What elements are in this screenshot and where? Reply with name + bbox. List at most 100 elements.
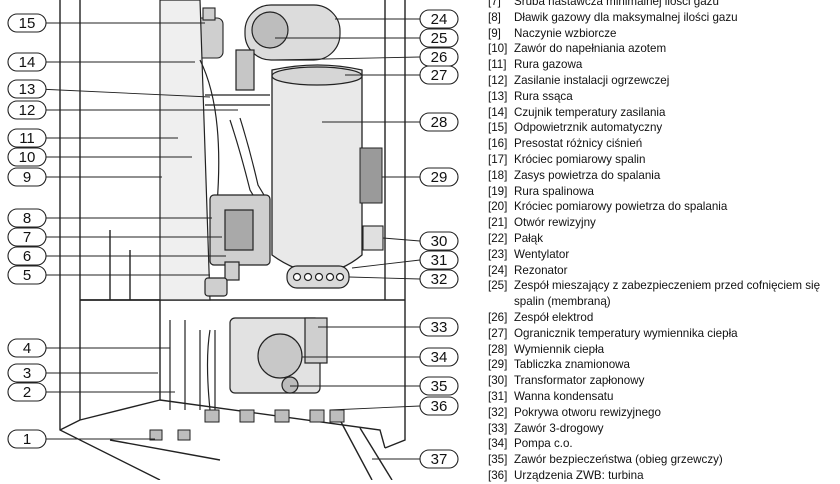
boiler-casing xyxy=(59,0,406,480)
legend-item-20: [20]Króciec pomiarowy powietrza do spala… xyxy=(488,199,838,215)
legend-item-27: [27] Ogranicznik temperatury wymiennika c… xyxy=(488,326,838,342)
callout-32: 32 xyxy=(431,271,448,288)
legend-item-21: [21]Otwór rewizyjny xyxy=(488,215,838,231)
callout-13: 13 xyxy=(19,81,36,98)
legend-item-13: [13]Rura ssąca xyxy=(488,89,838,105)
callout-35: 35 xyxy=(431,378,448,395)
callout-29: 29 xyxy=(431,169,448,186)
legend-num: [35] xyxy=(488,453,508,467)
connection-fittings xyxy=(149,409,345,441)
legend-item-19: [19] Rura spalinowa xyxy=(488,184,838,200)
legend-item-36: [36] Urządzenia ZWB: turbina xyxy=(488,468,838,484)
nameplate xyxy=(359,147,383,204)
callout-25: 25 xyxy=(431,30,448,47)
legend-num: [17] xyxy=(488,152,508,166)
legend-num: [32] xyxy=(488,405,508,419)
callout-4: 4 xyxy=(23,340,31,357)
legend-text: Wanna kondensatu xyxy=(514,389,614,403)
legend-item-32: [32] Pokrywa otworu rewizyjnego xyxy=(488,405,838,421)
callout-6: 6 xyxy=(23,248,31,265)
pipes-upper xyxy=(205,94,271,211)
legend-text: Czujnik temperatury zasilania xyxy=(514,105,666,119)
callout-14: 14 xyxy=(19,54,36,71)
callout-31: 31 xyxy=(431,252,448,269)
legend-num: [12] xyxy=(488,73,508,87)
legend-item-31: [31]Wanna kondensatu xyxy=(488,389,838,405)
callout-15: 15 xyxy=(19,15,36,32)
legend-num: [19] xyxy=(488,184,508,198)
legend-text: Odpowietrznik automatyczny xyxy=(514,121,663,135)
legend-num: [36] xyxy=(488,468,508,482)
legend-text: Rura spalinowa xyxy=(514,184,594,198)
legend-item-33: [33]Zawór 3-drogowy xyxy=(488,421,838,437)
parts-legend: [7] Śruba nastawcza minimalnej ilości gaz… xyxy=(488,0,838,484)
legend-text: Dławik gazowy dla maksymalnej ilości gaz… xyxy=(514,10,738,24)
legend-num: [25] xyxy=(488,279,508,293)
legend-item-26: [26]Zespół elektrod xyxy=(488,310,838,326)
legend-num: [24] xyxy=(488,263,508,277)
fan-unit xyxy=(235,4,341,91)
legend-item-18: [18]Zasys powietrza do spalania xyxy=(488,168,838,184)
callout-28: 28 xyxy=(431,114,448,131)
legend-num: [21] xyxy=(488,216,508,230)
callout-36: 36 xyxy=(431,398,448,415)
legend-text: Zawór do napełniania azotem xyxy=(514,42,667,56)
legend-num: [8] xyxy=(488,10,501,24)
legend-item-17: [17] Króciec pomiarowy spalin xyxy=(488,152,838,168)
legend-item-9: [9]Naczynie wzbiorcze xyxy=(488,26,838,42)
legend-item-16: [16]Presostat różnicy ciśnień xyxy=(488,136,838,152)
callout-24: 24 xyxy=(431,11,448,28)
legend-item-11: [11] Rura gazowa xyxy=(488,57,838,73)
legend-text: Króciec pomiarowy powietrza do spalania xyxy=(514,200,728,214)
callout-9: 9 xyxy=(23,169,31,186)
legend-item-24: [24]Rezonator xyxy=(488,263,838,279)
legend-num: [30] xyxy=(488,374,508,388)
callout-5: 5 xyxy=(23,267,31,284)
legend-num: [15] xyxy=(488,121,508,135)
legend-item-35: [35]Zawór bezpieczeństwa (obieg grzewczy… xyxy=(488,452,838,468)
legend-item-22: [22]Pałąk xyxy=(488,231,838,247)
legend-num: [11] xyxy=(488,58,507,72)
legend-num: [7] xyxy=(488,0,501,8)
legend-num: [13] xyxy=(488,89,508,103)
callout-7: 7 xyxy=(23,229,31,246)
legend-num: [22] xyxy=(488,231,508,245)
legend-text: Urządzenia ZWB: turbina xyxy=(514,468,644,482)
gas-valve xyxy=(204,194,271,297)
legend-num: [23] xyxy=(488,247,508,261)
legend-text: Transformator zapłonowy xyxy=(514,374,645,388)
condensate-trap xyxy=(286,265,350,289)
legend-item-12: [12] Zasilanie instalacji ogrzewczej xyxy=(488,73,838,89)
legend-text: Zasys powietrza do spalania xyxy=(514,168,661,182)
callout-26: 26 xyxy=(431,49,448,66)
legend-text: Rura gazowa xyxy=(514,58,583,72)
legend-text: Pokrywa otworu rewizyjnego xyxy=(514,405,661,419)
legend-text: Zasilanie instalacji ogrzewczej xyxy=(514,73,670,87)
legend-num: [29] xyxy=(488,358,508,372)
legend-text: Ogranicznik temperatury wymiennika ciepł… xyxy=(514,326,738,340)
legend-item-23: [23] Wentylator xyxy=(488,247,838,263)
leader-lines xyxy=(37,18,421,460)
legend-item-15: [15] Odpowietrznik automatyczny xyxy=(488,120,838,136)
hydraulic-block xyxy=(169,317,328,411)
legend-item-8: [8] Dławik gazowy dla maksymalnej ilości … xyxy=(488,10,838,26)
legend-num: [34] xyxy=(488,437,508,451)
legend-text: Śruba nastawcza minimalnej ilości gazu xyxy=(514,0,719,8)
heat-exchanger xyxy=(271,64,363,274)
legend-text: Zawór 3-drogowy xyxy=(514,421,604,435)
callout-8: 8 xyxy=(23,210,31,227)
callout-2: 2 xyxy=(23,384,31,401)
legend-text: Króciec pomiarowy spalin xyxy=(514,152,646,166)
callout-34: 34 xyxy=(431,349,448,366)
legend-text: Wentylator xyxy=(514,247,570,261)
legend-num: [10] xyxy=(488,42,508,56)
legend-num: [27] xyxy=(488,326,508,340)
legend-item-29: [29]Tabliczka znamionowa xyxy=(488,357,838,373)
legend-item-34: [34]Pompa c.o. xyxy=(488,436,838,452)
legend-item-28: [28]Wymiennik ciepła xyxy=(488,342,838,358)
legend-num: [14] xyxy=(488,105,508,119)
legend-text: Zespół mieszający z zabezpieczeniem prze… xyxy=(514,279,821,309)
legend-text: Naczynie wzbiorcze xyxy=(514,26,617,40)
legend-item-10: [10] Zawór do napełniania azotem xyxy=(488,41,838,57)
